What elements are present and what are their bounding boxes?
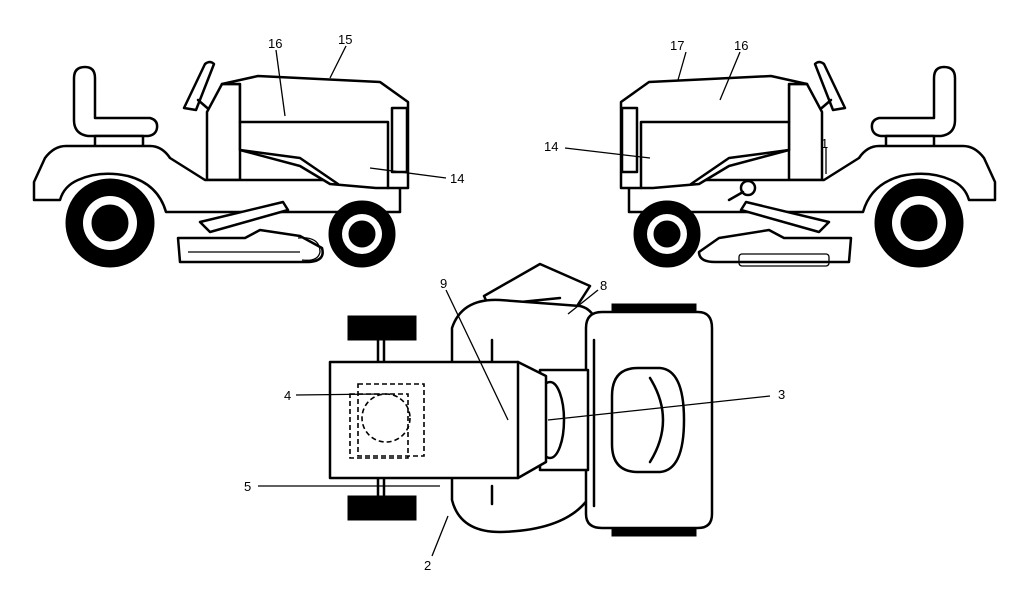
top-engine-circle bbox=[361, 393, 411, 443]
right-side-view-tractor bbox=[619, 60, 997, 268]
right-grille bbox=[620, 106, 639, 174]
left-grille bbox=[390, 106, 409, 174]
callout-15-left: 15 bbox=[338, 32, 352, 47]
left-fender-body bbox=[32, 144, 402, 214]
callout-14-right: 14 bbox=[544, 139, 558, 154]
right-callouts: 17 16 14 1 bbox=[544, 38, 828, 174]
left-callouts: 16 15 14 bbox=[268, 32, 464, 186]
top-seat bbox=[610, 366, 686, 474]
left-hood bbox=[220, 74, 410, 190]
right-seat bbox=[870, 65, 957, 138]
left-seat bbox=[72, 65, 159, 138]
left-steering-wheel bbox=[182, 60, 216, 112]
right-steering-wheel bbox=[813, 60, 847, 112]
callout-4-top: 4 bbox=[284, 388, 291, 403]
callout-3-top: 3 bbox=[778, 387, 785, 402]
top-front-tire-lower bbox=[347, 495, 417, 521]
top-front-tire-upper bbox=[347, 315, 417, 341]
callout-8-top: 8 bbox=[600, 278, 607, 293]
callout-9-top: 9 bbox=[440, 276, 447, 291]
top-engine-outline bbox=[357, 383, 425, 457]
left-dash-tower bbox=[205, 82, 242, 182]
top-view-tractor bbox=[328, 262, 714, 537]
left-side-view-tractor bbox=[32, 60, 410, 268]
callout-5-top: 5 bbox=[244, 479, 251, 494]
callout-16-left: 16 bbox=[268, 36, 282, 51]
left-mower-deck bbox=[176, 228, 324, 264]
right-hood bbox=[619, 74, 809, 190]
right-fender-body bbox=[627, 144, 997, 214]
callout-16-right: 16 bbox=[734, 38, 748, 53]
callout-1-right: 1 bbox=[821, 136, 828, 151]
callout-14-left: 14 bbox=[450, 171, 464, 186]
right-dash-tower bbox=[787, 82, 824, 182]
callout-17-right: 17 bbox=[670, 38, 684, 53]
top-callouts: 9 8 4 3 5 2 bbox=[244, 276, 785, 573]
right-mower-deck bbox=[697, 228, 853, 264]
callout-2-top: 2 bbox=[424, 558, 431, 573]
